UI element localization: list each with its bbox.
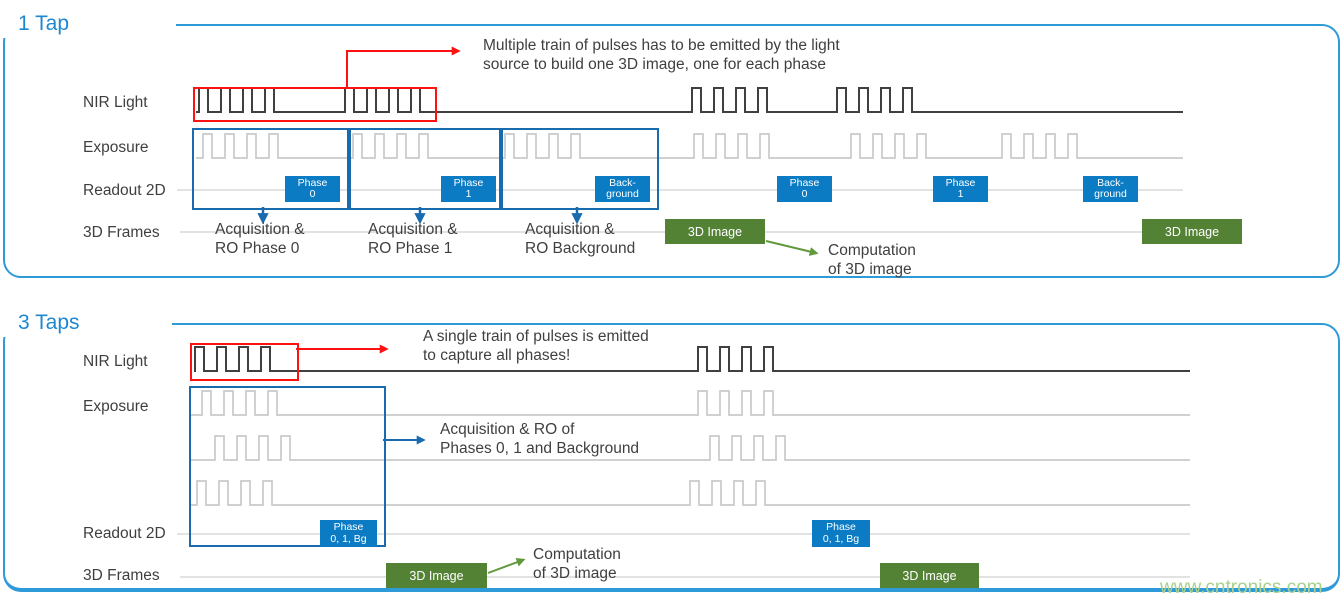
- pulse-highlight-box: [190, 343, 299, 381]
- acquisition-group-box: [192, 128, 349, 210]
- green-annotation-arrow: [487, 557, 526, 574]
- red-annotation-arrow: [346, 46, 461, 87]
- panel-frame-3taps: [3, 323, 1340, 592]
- row-label: Readout 2D: [83, 525, 166, 542]
- annotation-text: Computation of 3D image: [828, 242, 916, 278]
- waveform-exposure-tap1-panel1: [190, 390, 1190, 416]
- row-label: Exposure: [83, 139, 149, 156]
- readout-phase-label: Back-ground: [595, 176, 650, 202]
- row-label: Exposure: [83, 398, 149, 415]
- row-label: 3D Frames: [83, 224, 160, 241]
- waveform-nir-light-panel1: [194, 346, 1190, 372]
- 3d-image-box: 3D Image: [880, 563, 979, 588]
- row-label: Readout 2D: [83, 182, 166, 199]
- acquisition-group-box: [189, 386, 386, 547]
- waveform-exposure-tap3-panel1: [190, 480, 1190, 506]
- 3d-image-box: 3D Image: [665, 219, 765, 244]
- annotation-text: Acquisition & RO of Phases 0, 1 and Back…: [440, 421, 640, 457]
- row-label: 3D Frames: [83, 567, 160, 584]
- readout-phase-label: Back-ground: [1083, 176, 1138, 202]
- panel-frame-1tap: [3, 24, 1340, 278]
- row-label: NIR Light: [83, 353, 148, 370]
- panel-title-3taps: 3 Taps: [18, 311, 80, 334]
- annotation-text: Acquisition & RO Background: [525, 221, 636, 257]
- waveform-exposure-panel0: [196, 133, 1183, 159]
- 3d-image-box: 3D Image: [1142, 219, 1242, 244]
- annotation-text: Acquisition & RO Phase 1: [368, 221, 458, 257]
- green-annotation-arrow: [765, 240, 819, 256]
- panel-legend-1tap: 1 Tap: [0, 10, 176, 38]
- watermark: www.cntronics.com: [1160, 577, 1323, 598]
- annotation-text: Computation of 3D image: [533, 546, 621, 582]
- row-label: NIR Light: [83, 94, 148, 111]
- panel-legend-3taps: 3 Taps: [0, 309, 172, 337]
- acquisition-group-box: [349, 128, 501, 210]
- annotation-text: A single train of pulses is emitted to c…: [423, 328, 649, 364]
- annotation-text: Multiple train of pulses has to be emitt…: [483, 37, 840, 73]
- waveform-exposure-tap2-panel1: [190, 435, 1190, 461]
- 3d-image-box: 3D Image: [386, 563, 487, 588]
- pulse-highlight-box: [193, 87, 437, 122]
- panel-title-1tap: 1 Tap: [18, 12, 69, 35]
- acquisition-group-box: [501, 128, 659, 210]
- annotation-text: Acquisition & RO Phase 0: [215, 221, 305, 257]
